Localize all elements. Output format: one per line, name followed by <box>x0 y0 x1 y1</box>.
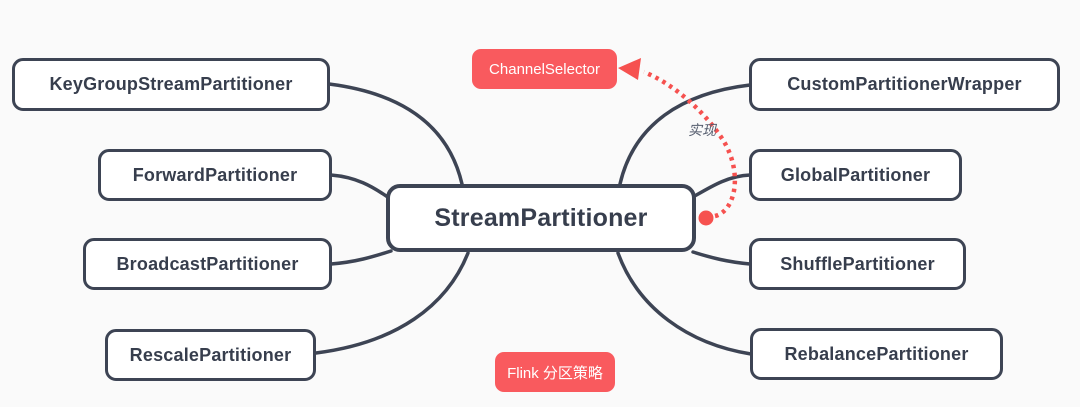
node-keygroupstreampartitioner[interactable]: KeyGroupStreamPartitioner <box>12 58 330 111</box>
edge-custompartitionerwrapper <box>618 83 752 186</box>
node-rebalancepartitioner[interactable]: RebalancePartitioner <box>750 328 1003 380</box>
node-streampartitioner-central[interactable]: StreamPartitioner <box>386 184 696 252</box>
edge-broadcastpartitioner <box>329 249 393 266</box>
node-rescalepartitioner[interactable]: RescalePartitioner <box>105 329 316 381</box>
node-shufflepartitioner[interactable]: ShufflePartitioner <box>749 238 966 290</box>
edge-globalpartitioner <box>691 173 752 199</box>
relation-label-implements: 实现 <box>688 122 716 138</box>
badge-flink-partition-strategy[interactable]: Flink 分区策略 <box>495 352 615 392</box>
node-broadcastpartitioner[interactable]: BroadcastPartitioner <box>83 238 332 290</box>
edge-rebalancepartitioner <box>616 251 753 356</box>
relation-origin-dot-icon <box>698 210 714 226</box>
edge-shufflepartitioner <box>691 250 752 266</box>
badge-channelselector[interactable]: ChannelSelector <box>472 49 617 89</box>
relation-arrowhead-icon <box>618 58 641 80</box>
node-globalpartitioner[interactable]: GlobalPartitioner <box>749 149 962 201</box>
edge-forwardpartitioner <box>329 173 391 200</box>
node-forwardpartitioner[interactable]: ForwardPartitioner <box>98 149 332 201</box>
relation-dotted-arrow <box>643 69 738 219</box>
edge-rescalepartitioner <box>314 251 470 355</box>
edge-keygroupstreampartitioner <box>327 82 464 186</box>
node-custompartitionerwrapper[interactable]: CustomPartitionerWrapper <box>749 58 1060 111</box>
